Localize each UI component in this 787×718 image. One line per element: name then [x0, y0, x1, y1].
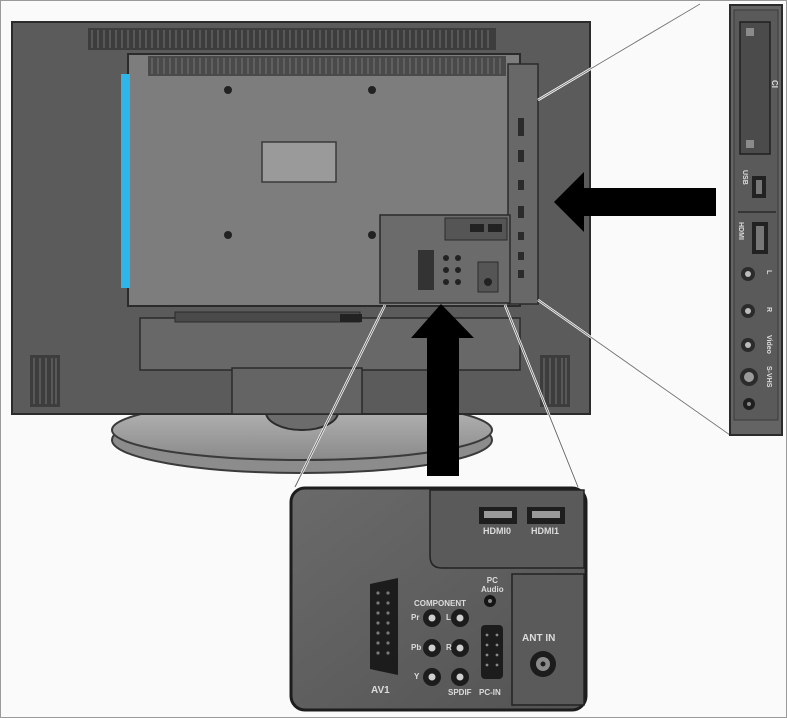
- tv-back: [11, 21, 591, 415]
- hdmi1-label: HDMI1: [531, 526, 560, 536]
- arrow-up-icon: [411, 304, 474, 476]
- scart-port-icon: [370, 578, 398, 675]
- zoom-lines-right: [537, 2, 731, 437]
- rear-connector-panel: [289, 486, 588, 712]
- ci-label: CI: [770, 80, 779, 88]
- r-label: R: [446, 643, 452, 652]
- hdmi0-label: HDMI0: [483, 526, 512, 536]
- side-r-label: R: [765, 307, 772, 313]
- accent-strip: [121, 74, 130, 288]
- side-svhs-label: S-VHS: [765, 366, 772, 388]
- side-l-label: L: [765, 270, 772, 275]
- vga-port-icon: [481, 625, 503, 679]
- side-connector-panel: [729, 4, 783, 436]
- component-label: COMPONENT: [414, 599, 466, 608]
- ant-in-label: ANT IN: [522, 633, 556, 644]
- y-label: Y: [414, 672, 420, 681]
- arrow-left-icon: [554, 172, 716, 232]
- side-hdmi-label: HDMI: [737, 222, 744, 240]
- side-usb-label: USB: [741, 170, 748, 185]
- av1-label: AV1: [371, 685, 390, 696]
- pc-audio-label: PC Audio: [481, 576, 504, 594]
- spdif-label: SPDIF: [448, 688, 472, 697]
- l-label: L: [446, 613, 451, 622]
- component-jacks: [423, 609, 469, 686]
- pb-label: Pb: [411, 643, 422, 652]
- side-video-label: Video: [765, 335, 772, 354]
- pr-label: Pr: [411, 613, 420, 622]
- pc-in-label: PC-IN: [479, 688, 501, 697]
